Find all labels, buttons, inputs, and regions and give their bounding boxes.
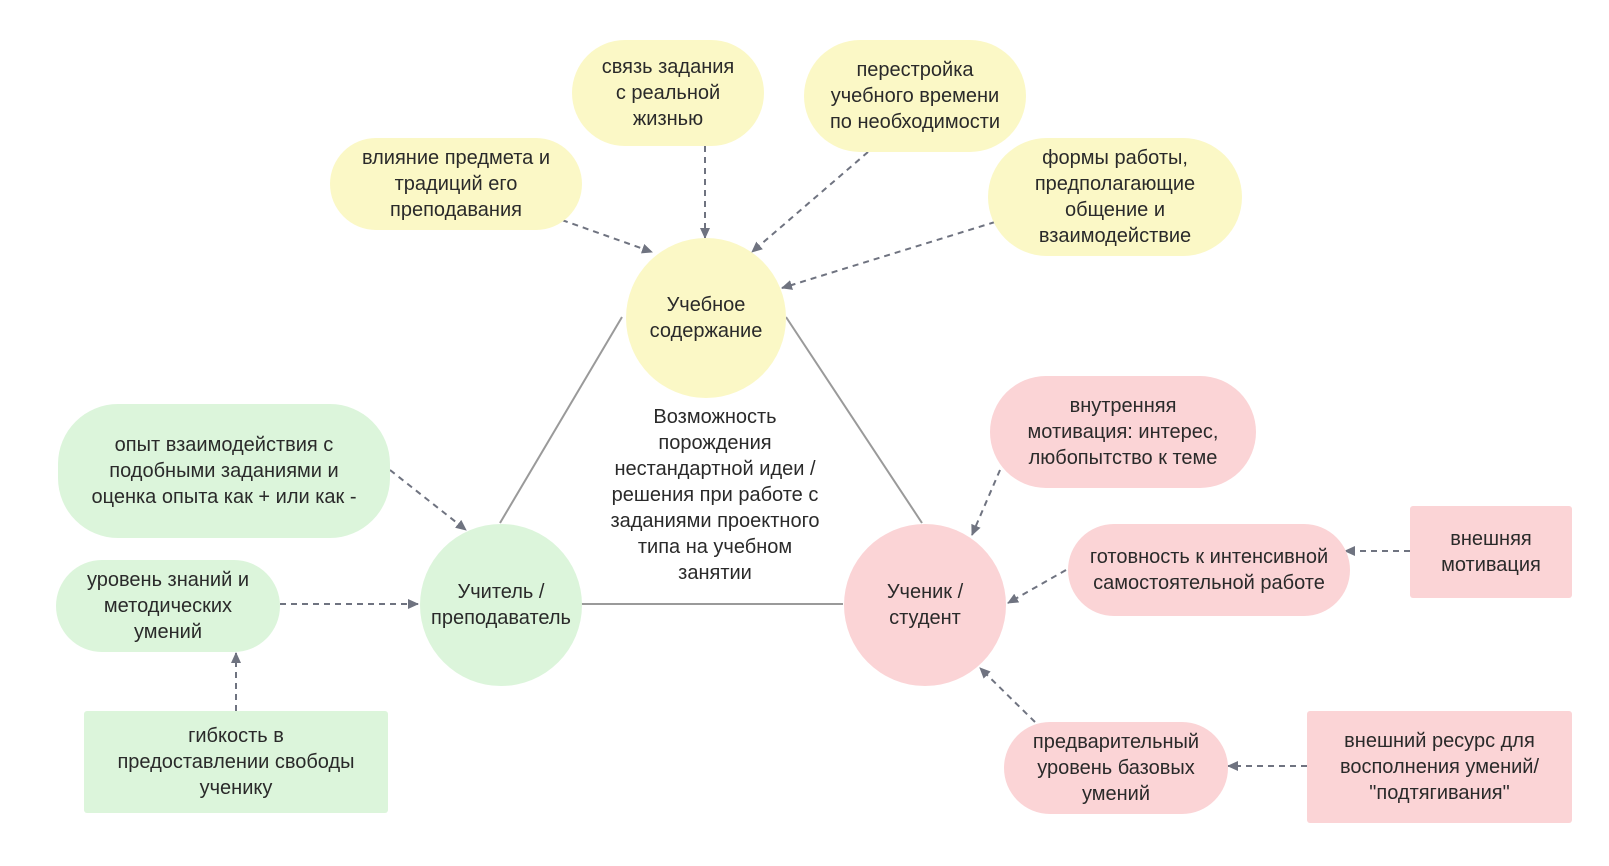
factor-real-life: связь задания с реальной жизнью (572, 40, 764, 146)
arrow-time-to-content (751, 151, 869, 253)
factor-inner-motivation: внутренняя мотивация: интерес, любопытст… (990, 376, 1256, 488)
arrow-experience-to-teacher (389, 469, 467, 531)
factor-outer-motivation: внешняя мотивация (1410, 506, 1572, 598)
factor-knowledge: уровень знаний и методических умений (56, 560, 280, 652)
factor-experience: опыт взаимодействия с подобными заданиям… (58, 404, 390, 538)
arrow-subject-to-content (561, 219, 653, 254)
node-teacher: Учитель / преподаватель (420, 524, 582, 686)
arrow-forms-to-content (781, 221, 996, 290)
edge-content-student (785, 316, 923, 524)
factor-time-rebuild: перестройка учебного времени по необходи… (804, 40, 1026, 152)
arrow-base-to-student (979, 667, 1036, 723)
factor-work-forms: формы работы, предполагающие общение и в… (988, 138, 1242, 256)
arrow-inner-to-student (971, 469, 1001, 536)
factor-base-skills: предварительный уровень базовых умений (1004, 722, 1228, 814)
factor-subject-influence: влияние предмета и традиций его преподав… (330, 138, 582, 230)
factor-outer-resource: внешний ресурс для восполнения умений/ "… (1307, 711, 1572, 823)
edge-content-teacher (499, 316, 623, 524)
factor-flexibility: гибкость в предоставлении свободы ученик… (84, 711, 388, 813)
center-label: Возможность порождения нестандартной иде… (610, 406, 820, 584)
node-student: Ученик / студент (844, 524, 1006, 686)
arrow-readiness-to-student (1007, 569, 1067, 604)
factor-readiness: готовность к интенсивной самостоятельной… (1068, 524, 1350, 616)
node-content: Учебное содержание (626, 238, 786, 398)
